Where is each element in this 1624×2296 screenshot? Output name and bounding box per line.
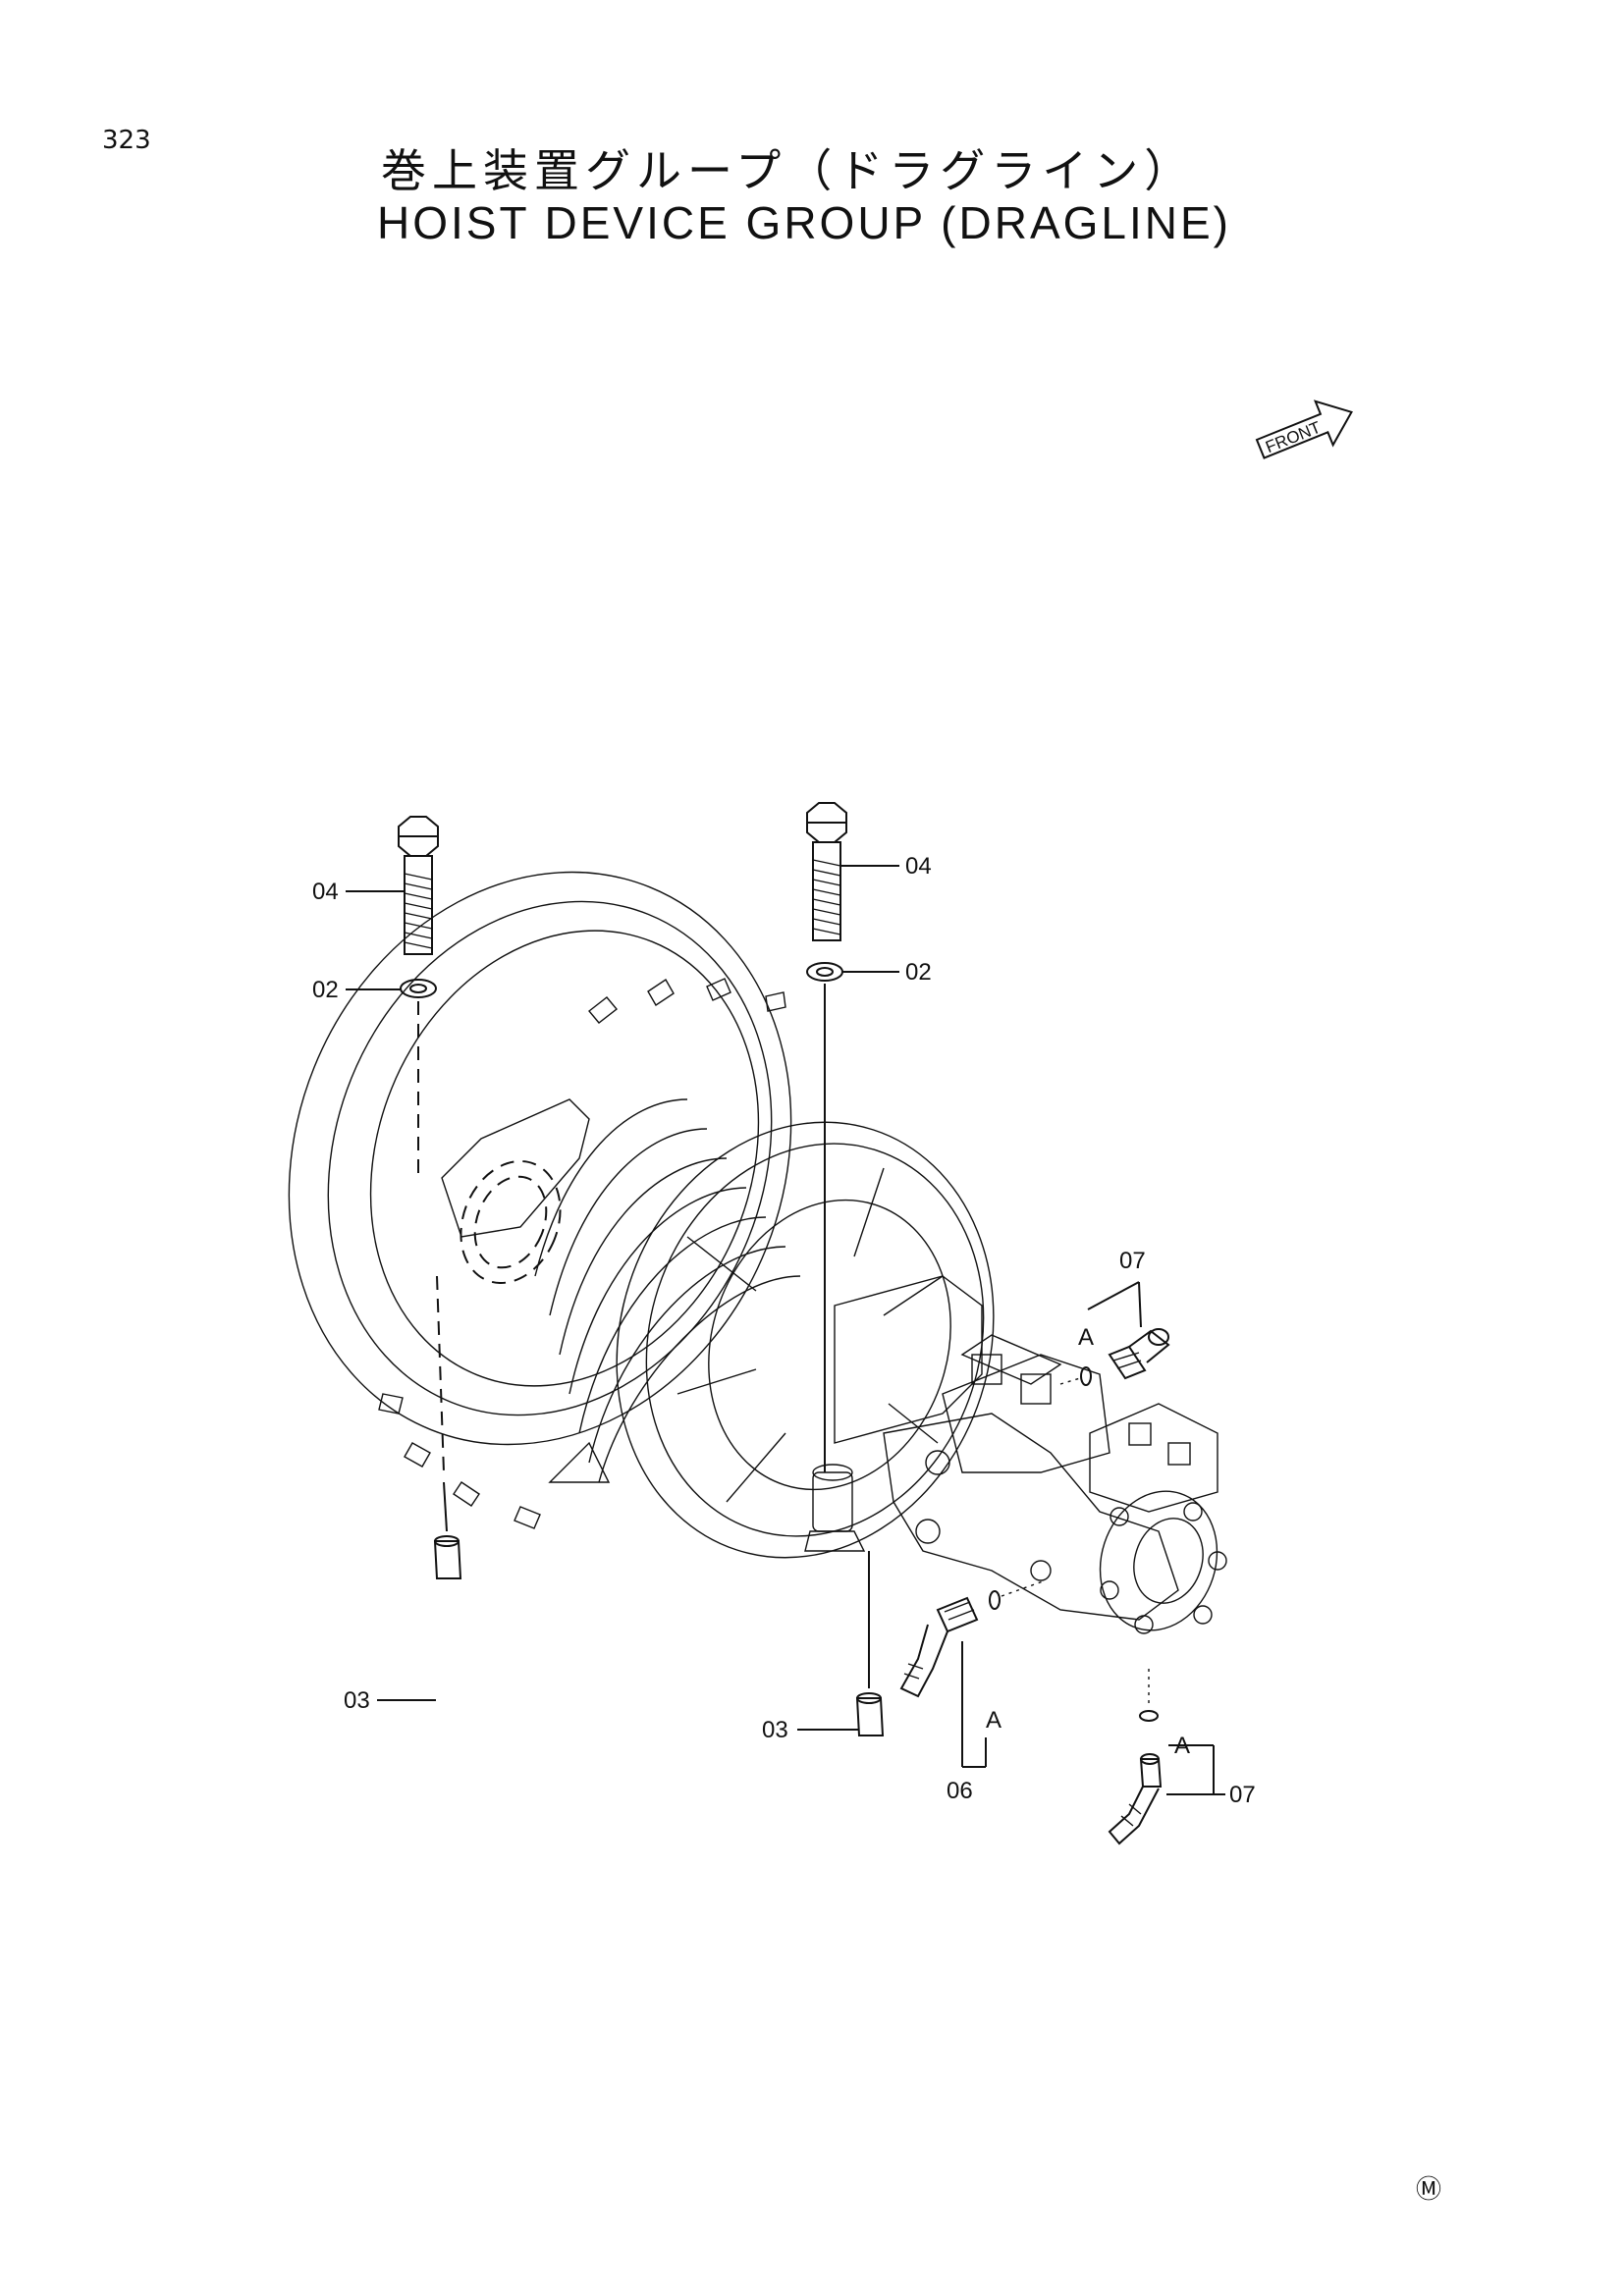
connection-a-mid: A: [986, 1707, 1001, 1734]
drum-flange-left: [288, 871, 792, 1529]
callout-03-left: 03: [344, 1687, 370, 1714]
bearing-block-right: [804, 1464, 866, 1552]
callout-03-right: 03: [762, 1717, 788, 1743]
elbow-fitting-bottom: [1108, 1753, 1163, 1845]
hydraulic-motor: [834, 1275, 1227, 1634]
callout-04-right: 04: [905, 853, 932, 880]
callout-lines: [346, 865, 1225, 1795]
title-japanese: 巻上装置グループ（ドラグライン）: [381, 144, 1196, 197]
washer-right: [806, 962, 843, 982]
elbow-fitting-mid: [899, 1596, 979, 1698]
bolt-left: [398, 816, 439, 955]
front-arrow-icon: FRONT: [1255, 400, 1353, 459]
bolt-right: [806, 802, 847, 941]
elbow-fitting-top: [1108, 1328, 1170, 1380]
page-number: 323: [102, 126, 151, 155]
callout-07-bottom: 07: [1229, 1782, 1256, 1808]
o-ring-mid: [989, 1590, 1001, 1610]
callout-04-left: 04: [312, 879, 339, 905]
nut-left: [433, 1535, 462, 1579]
nut-right: [855, 1692, 885, 1736]
callout-07-top: 07: [1119, 1248, 1146, 1274]
callout-02-right: 02: [905, 959, 932, 986]
m-mark: Ⓜ: [1416, 2175, 1442, 2205]
front-label: FRONT: [1263, 418, 1323, 457]
bearing-bracket-left: [441, 1098, 590, 1285]
drum-body: [534, 1098, 801, 1483]
o-ring-top: [1080, 1366, 1092, 1386]
connection-a-bottom: A: [1174, 1733, 1190, 1759]
callout-06: 06: [947, 1778, 973, 1804]
connection-a-top: A: [1078, 1324, 1094, 1351]
o-ring-bottom: [1139, 1710, 1159, 1722]
drum-flange-right: [616, 1121, 995, 1559]
callout-02-left: 02: [312, 977, 339, 1003]
title-english: HOIST DEVICE GROUP (DRAGLINE): [377, 197, 1231, 248]
